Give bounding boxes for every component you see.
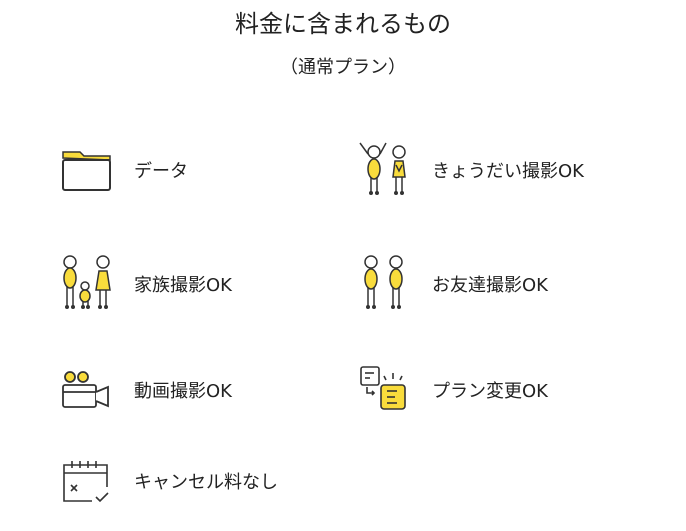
item-label: お友達撮影OK: [432, 275, 548, 296]
item-friends: お友達撮影OK: [356, 254, 548, 314]
item-plan-change: プラン変更OK: [356, 360, 548, 420]
item-label: プラン変更OK: [432, 381, 548, 402]
item-label: データ: [134, 161, 188, 182]
item-no-cancel-fee: キャンセル料なし: [58, 451, 278, 511]
item-label: きょうだい撮影OK: [432, 161, 584, 182]
item-family: 家族撮影OK: [58, 254, 232, 314]
item-siblings: きょうだい撮影OK: [356, 140, 584, 200]
siblings-icon: [359, 142, 406, 195]
item-video: 動画撮影OK: [58, 360, 232, 420]
page-title: 料金に含まれるもの: [235, 10, 451, 38]
item-data: データ: [58, 140, 188, 200]
item-label: キャンセル料なし: [134, 472, 278, 493]
page-subtitle: （通常プラン）: [280, 57, 406, 78]
video-camera-icon: [62, 371, 109, 408]
friends-icon: [364, 255, 403, 309]
item-label: 家族撮影OK: [134, 275, 232, 296]
plan-change-icon: [360, 366, 406, 410]
calendar-cancel-icon: [63, 461, 109, 503]
folder-icon: [62, 151, 111, 191]
family-icon: [63, 255, 111, 309]
item-label: 動画撮影OK: [134, 381, 232, 402]
